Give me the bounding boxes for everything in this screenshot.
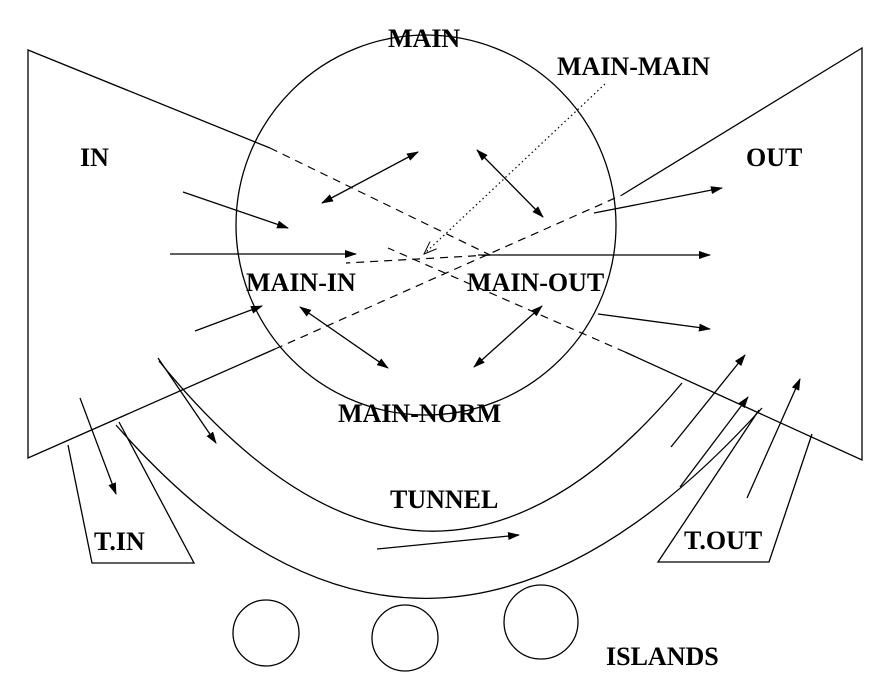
out-region-dashed-lower — [345, 254, 491, 264]
island-3 — [503, 584, 579, 660]
arrow-main-to-out-1 — [593, 186, 723, 214]
label-t-out: T.OUT — [684, 526, 762, 555]
tunnel-outer-arc — [115, 407, 763, 599]
label-main: MAIN — [388, 24, 460, 53]
arrow-in-to-main-1 — [182, 191, 289, 229]
double-arrow-main-in-to-main-norm — [299, 306, 389, 369]
out-region-dashed-upper — [387, 247, 626, 353]
arrow-t-out-to-out-2 — [746, 378, 801, 499]
in-region-dashed-upper — [269, 147, 491, 256]
arrow-in-to-main-3 — [194, 305, 263, 332]
arrow-tunnel-bottom — [376, 532, 520, 550]
island-2 — [371, 604, 439, 672]
t-out-shape — [656, 409, 813, 563]
arrow-t-in-down — [79, 397, 117, 495]
island-1 — [232, 599, 300, 667]
label-tunnel: TUNNEL — [390, 485, 498, 514]
double-arrow-main-top-to-main-out — [476, 149, 544, 218]
double-arrow-main-in-to-main-top — [321, 151, 419, 204]
label-main-main: MAIN-MAIN — [557, 52, 710, 81]
label-t-in: T.IN — [94, 527, 145, 556]
label-main-norm: MAIN-NORM — [338, 399, 501, 428]
arrow-tunnel-to-out — [670, 354, 746, 448]
double-arrow-main-out-to-main-norm — [473, 305, 543, 368]
main-circle — [235, 34, 617, 416]
main-main-pointer — [424, 83, 606, 254]
arrow-main-to-out-3 — [597, 313, 711, 332]
in-region-shape — [27, 49, 276, 459]
label-in: IN — [80, 143, 109, 172]
tunnel-inner-arc — [158, 360, 683, 532]
label-islands: ISLANDS — [606, 642, 719, 671]
arrow-t-out-to-out-1 — [679, 396, 749, 488]
label-main-out: MAIN-OUT — [467, 268, 604, 297]
label-out: OUT — [746, 143, 802, 172]
arrow-in-to-tunnel — [157, 357, 217, 444]
t-in-shape — [67, 421, 196, 564]
out-region-shape — [621, 46, 863, 462]
label-main-in: MAIN-IN — [246, 268, 356, 297]
